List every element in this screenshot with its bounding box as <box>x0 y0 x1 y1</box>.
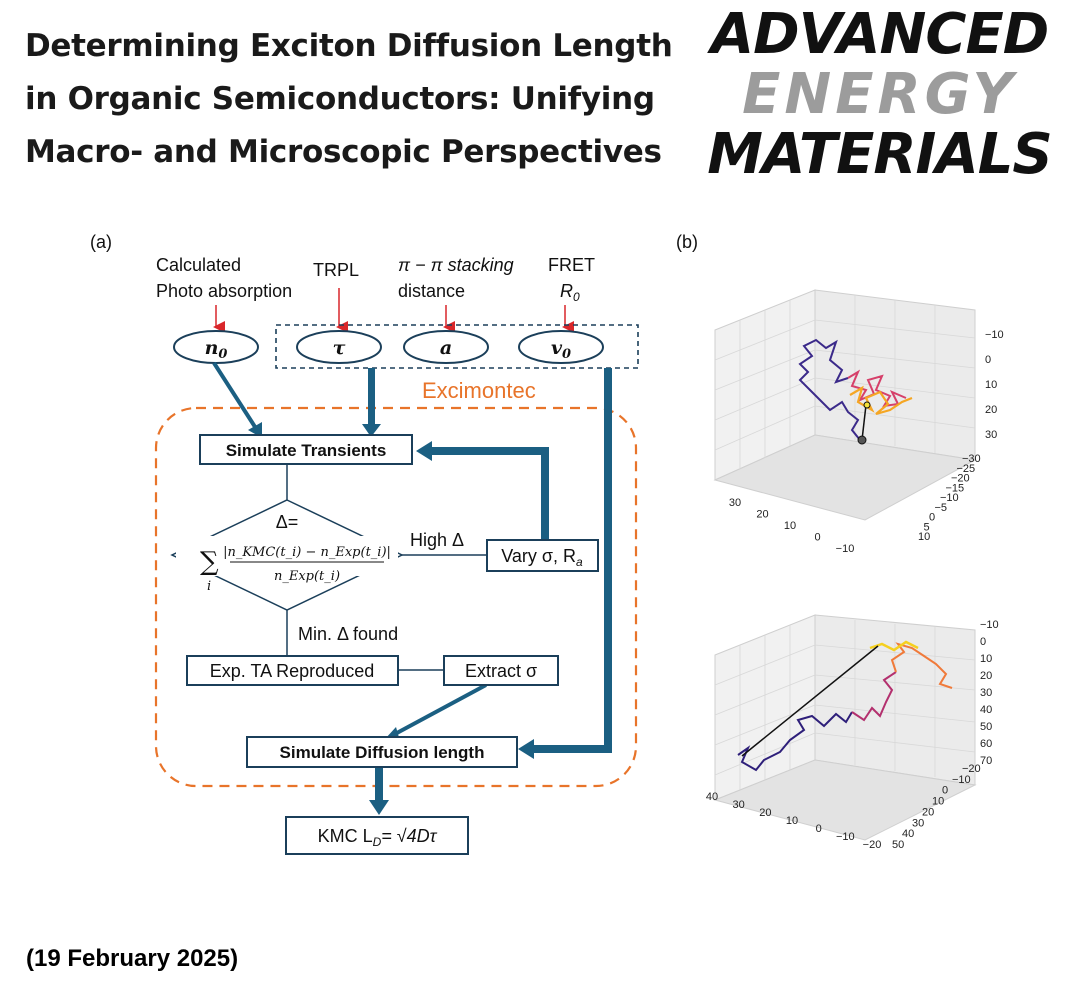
plotBottomTicks-y-tick: −10 <box>952 774 971 786</box>
input-calculated-line-1: Calculated <box>156 255 241 275</box>
param-a-node <box>403 330 489 364</box>
plotBottomTicks-z-tick: 20 <box>980 670 992 682</box>
plotTopTicks-x-tick: 10 <box>784 520 796 532</box>
plotTopTicks-y-tick: −30 <box>962 453 981 465</box>
exp-ta: Exp. TA Reproduced <box>210 661 374 681</box>
simulate-diffusion: Simulate Diffusion length <box>280 743 485 762</box>
excimontec-label: Excimontec <box>422 378 536 403</box>
plotBottomTicks-y-tick: −20 <box>962 763 981 775</box>
extract-sigma: Extract σ <box>465 661 537 681</box>
input-stacking-line-1: π − π stacking <box>398 255 514 275</box>
input-fret-r0: R0 <box>560 281 580 304</box>
plotBottomTicks-x-tick: 20 <box>759 807 771 819</box>
plotBottomTicks-y-tick: 0 <box>942 785 948 797</box>
plotBottomTicks-x-tick: 40 <box>706 791 718 803</box>
param-tau: τ <box>333 337 346 359</box>
plotBottomTicks-x-tick: −10 <box>836 831 855 843</box>
plotTopTicks-y-tick: 5 <box>924 521 930 533</box>
param-n0: n0 <box>205 337 228 362</box>
flow-arrows <box>212 361 612 815</box>
plotTopTicks-y-tick: −20 <box>951 473 970 485</box>
plotBottomTicks-x-tick: 30 <box>733 799 745 811</box>
delta-sum-index: i <box>207 579 211 594</box>
input-stacking-line-2: distance <box>398 281 465 301</box>
exp-ta-box <box>186 655 399 686</box>
plotTopTicks-y-tick: 0 <box>929 512 935 524</box>
plotTopTicks-x-tick: 30 <box>729 497 741 509</box>
journal-logo-line-1: ADVANCED <box>710 2 1049 67</box>
param-v0-node <box>518 330 604 364</box>
panel-b-label: (b) <box>676 232 698 252</box>
plotBottomTicks-z-tick: 30 <box>980 687 992 699</box>
publication-date: (19 February 2025) <box>26 945 239 972</box>
plotBottomTicks-x-tick: 10 <box>786 815 798 827</box>
plotBottomTicks-z-tick: 70 <box>980 755 992 767</box>
param-a: a <box>440 337 452 359</box>
plotBottomTicks-z-tick: 10 <box>980 653 992 665</box>
kmc-ld-box <box>285 816 469 855</box>
journal-logo: ADVANCED ENERGY MATERIALS <box>677 5 1082 183</box>
plotBottomTicks-z-tick: 60 <box>980 738 992 750</box>
param-v0: v0 <box>551 337 571 362</box>
excimontec-region <box>154 406 638 788</box>
simulate-transients-box <box>199 434 413 465</box>
vary-label: Vary σ, Ra <box>501 546 583 569</box>
plot-top <box>713 289 977 521</box>
journal-logo-line-3: MATERIALS <box>707 122 1052 187</box>
plotTopTicks-x-tick: 0 <box>814 532 820 544</box>
parameter-box <box>275 324 639 369</box>
plotTopTicks-z-tick: 0 <box>985 354 991 366</box>
input-calculated-line-2: Photo absorption <box>156 281 292 301</box>
plotBottomTicks-z-tick: 40 <box>980 704 992 716</box>
simulate-transients: Simulate Transients <box>226 441 387 460</box>
extract-sigma-box <box>443 655 559 686</box>
plotBottomTicks-y-tick: 20 <box>922 806 934 818</box>
input-fret: FRET <box>548 255 595 275</box>
title-line-1: Determining Exciton Diffusion Length <box>25 28 673 64</box>
plot-top-ticks: −100102030−30−25−20−15−10−505103020100−1… <box>729 329 1004 555</box>
vary-box <box>486 539 599 572</box>
plotBottomTicks-z-tick: 50 <box>980 721 992 733</box>
plotTopTicks-z-tick: 20 <box>985 404 997 416</box>
min-delta-label: Min. Δ found <box>298 624 398 644</box>
journal-logo-line-2: ENERGY <box>742 62 1017 127</box>
plotTopTicks-y-tick: −15 <box>946 482 965 494</box>
plotTopTicks-y-tick: −5 <box>935 502 948 514</box>
plotBottomTicks-x-tick: −20 <box>863 839 882 851</box>
plotTopTicks-x-tick: 20 <box>756 509 768 521</box>
plotTopTicks-y-tick: −10 <box>940 492 959 504</box>
delta-numerator: |n_KMC(t_i) − n_Exp(t_i)| <box>223 545 391 560</box>
plotBottomTicks-y-tick: 30 <box>912 817 924 829</box>
plotTopTicks-z-tick: 30 <box>985 429 997 441</box>
plotBottomTicks-z-tick: 0 <box>980 636 986 648</box>
simulate-diffusion-box <box>246 736 518 768</box>
plot-bottom <box>713 614 977 841</box>
delta-label: Δ= <box>276 512 299 532</box>
plotBottomTicks-y-tick: 50 <box>892 839 904 851</box>
plotBottomTicks-y-tick: 10 <box>932 796 944 808</box>
title-line-3: Macro- and Microscopic Perspectives <box>25 134 662 170</box>
plotTopTicks-z-tick: 10 <box>985 379 997 391</box>
delta-denominator: n_Exp(t_i) <box>274 569 340 584</box>
title-line-2: in Organic Semiconductors: Unifying <box>25 81 655 117</box>
plotTopTicks-z-tick: −10 <box>985 329 1004 341</box>
kmc-ld: KMC LD= √4Dτ <box>318 826 438 849</box>
high-delta-label: High Δ <box>410 530 464 550</box>
panel-a-label: (a) <box>90 232 112 252</box>
input-trpl: TRPL <box>313 260 359 280</box>
plotBottomTicks-x-tick: 0 <box>816 823 822 835</box>
param-tau-node <box>296 330 382 364</box>
plotBottomTicks-y-tick: 40 <box>902 828 914 840</box>
delta-sum: ∑ <box>200 547 219 577</box>
plot-bottom-ticks: −10010203040506070−20−100102030405040302… <box>706 619 999 851</box>
paper-title: Determining Exciton Diffusion Length in … <box>25 20 685 179</box>
plotBottomTicks-z-tick: −10 <box>980 619 999 631</box>
plotTopTicks-y-tick: −25 <box>957 463 976 475</box>
plotTopTicks-x-tick: −10 <box>836 543 855 555</box>
plotTopTicks-y-tick: 10 <box>918 531 930 543</box>
